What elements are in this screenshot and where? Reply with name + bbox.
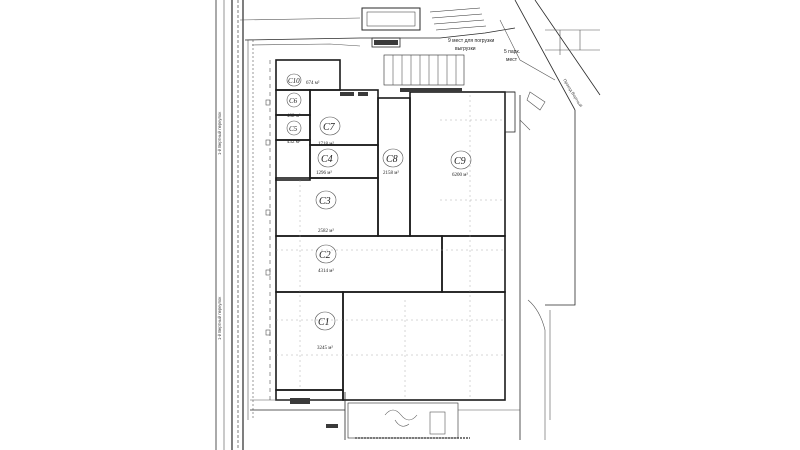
parking-note-line1: 5 парк. (504, 49, 520, 55)
section-c10-label: C10 (288, 77, 300, 85)
section-c3: C3 2582 м² (315, 190, 337, 234)
section-c10-area: 674 м² (306, 80, 320, 86)
loading-note-line1: 9 мест для погрузки (448, 38, 495, 44)
loading-note-line2: выгрузки (455, 46, 476, 52)
section-c4-area: 1296 м² (316, 170, 332, 176)
section-c8-area: 2158 м² (383, 170, 399, 176)
section-c5-label: C5 (289, 125, 298, 133)
section-c2: C2 4314 м² (315, 244, 337, 274)
street-label-left-bottom: 1-й Вертный переулок (217, 297, 222, 340)
section-c1-area: 3245 м² (317, 345, 333, 351)
section-c1: C1 3245 м² (314, 311, 336, 351)
section-c6-area: 432 м² (287, 113, 301, 119)
section-c8: C8 2158 м² (382, 148, 404, 176)
building-outline (275, 59, 516, 401)
section-c3-area: 2582 м² (318, 228, 334, 234)
street-label-left-top: 1-й Вертный переулок (217, 112, 222, 155)
section-c5: C5 432 м² (286, 120, 302, 145)
left-street-strip (215, 0, 254, 450)
section-c9: C9 6200 м² (450, 150, 472, 178)
section-c8-label: C8 (386, 154, 398, 165)
left-facade-details (265, 60, 271, 400)
parking-note-line2: мест (506, 57, 518, 63)
section-c2-area: 4314 м² (318, 268, 334, 274)
section-c7-area: 1718 м² (318, 141, 334, 147)
loading-dock-stalls (383, 54, 465, 86)
section-c5-area: 432 м² (287, 139, 301, 145)
section-c4-label: C4 (321, 154, 333, 165)
section-c4: C4 1296 м² (316, 148, 339, 176)
section-c2-label: C2 (319, 250, 331, 261)
section-c9-area: 6200 м² (452, 172, 468, 178)
equipment-marks (290, 92, 368, 428)
section-c3-label: C3 (319, 196, 331, 207)
site-boundary-top (239, 0, 601, 111)
site-boundary-right (519, 95, 576, 440)
section-c6-label: C6 (289, 97, 298, 105)
section-c6: C6 432 м² (286, 92, 302, 119)
section-c1-label: C1 (318, 317, 330, 328)
section-c10: C10 674 м² (286, 73, 320, 87)
section-c7: C7 1718 м² (318, 116, 341, 147)
section-c9-label: C9 (454, 156, 466, 167)
site-boundary-bottom (250, 392, 520, 440)
section-c7-label: C7 (323, 122, 336, 133)
